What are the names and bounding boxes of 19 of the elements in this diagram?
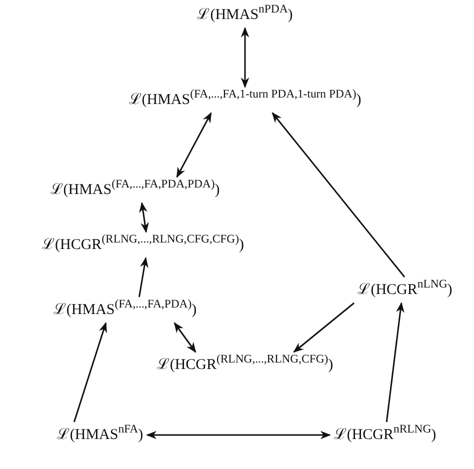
arrow (139, 202, 149, 234)
arrow (176, 112, 212, 178)
language-class-label: ℒ(HMAS$^{n}$$^{FA}$) (56, 427, 144, 443)
arrow (174, 322, 196, 353)
arrow (146, 430, 331, 440)
arrow (293, 302, 355, 353)
arrow (138, 256, 148, 298)
language-class-label: ℒ(HMAS$^{(FA,...,FA,PDA)}$) (53, 302, 197, 318)
arrow (386, 302, 404, 422)
language-class-label: ℒ(HMAS$^{n}$$^{PDA}$) (197, 7, 293, 23)
language-class-label: ℒ(HMAS$^{(FA,...,FA,1-turn PDA,1-turn PDA)}$) (128, 92, 362, 108)
arrow (73, 322, 107, 422)
arrow (240, 26, 250, 88)
language-class-label: ℒ(HCGR$^{(RLNG,...,RLNG,CFG,CFG)}$) (42, 237, 244, 253)
language-class-label: ℒ(HCGR$^{n}$$^{RLNG}$) (334, 427, 436, 443)
language-class-label: ℒ(HCGR$^{(RLNG,...,RLNG,CFG)}$) (156, 357, 334, 373)
language-class-label: ℒ(HMAS$^{(FA,...,FA,PDA,PDA)}$) (50, 182, 220, 198)
arrow (272, 112, 406, 278)
language-class-label: ℒ(HCGR$^{n}$$^{LNG}$) (358, 282, 452, 298)
